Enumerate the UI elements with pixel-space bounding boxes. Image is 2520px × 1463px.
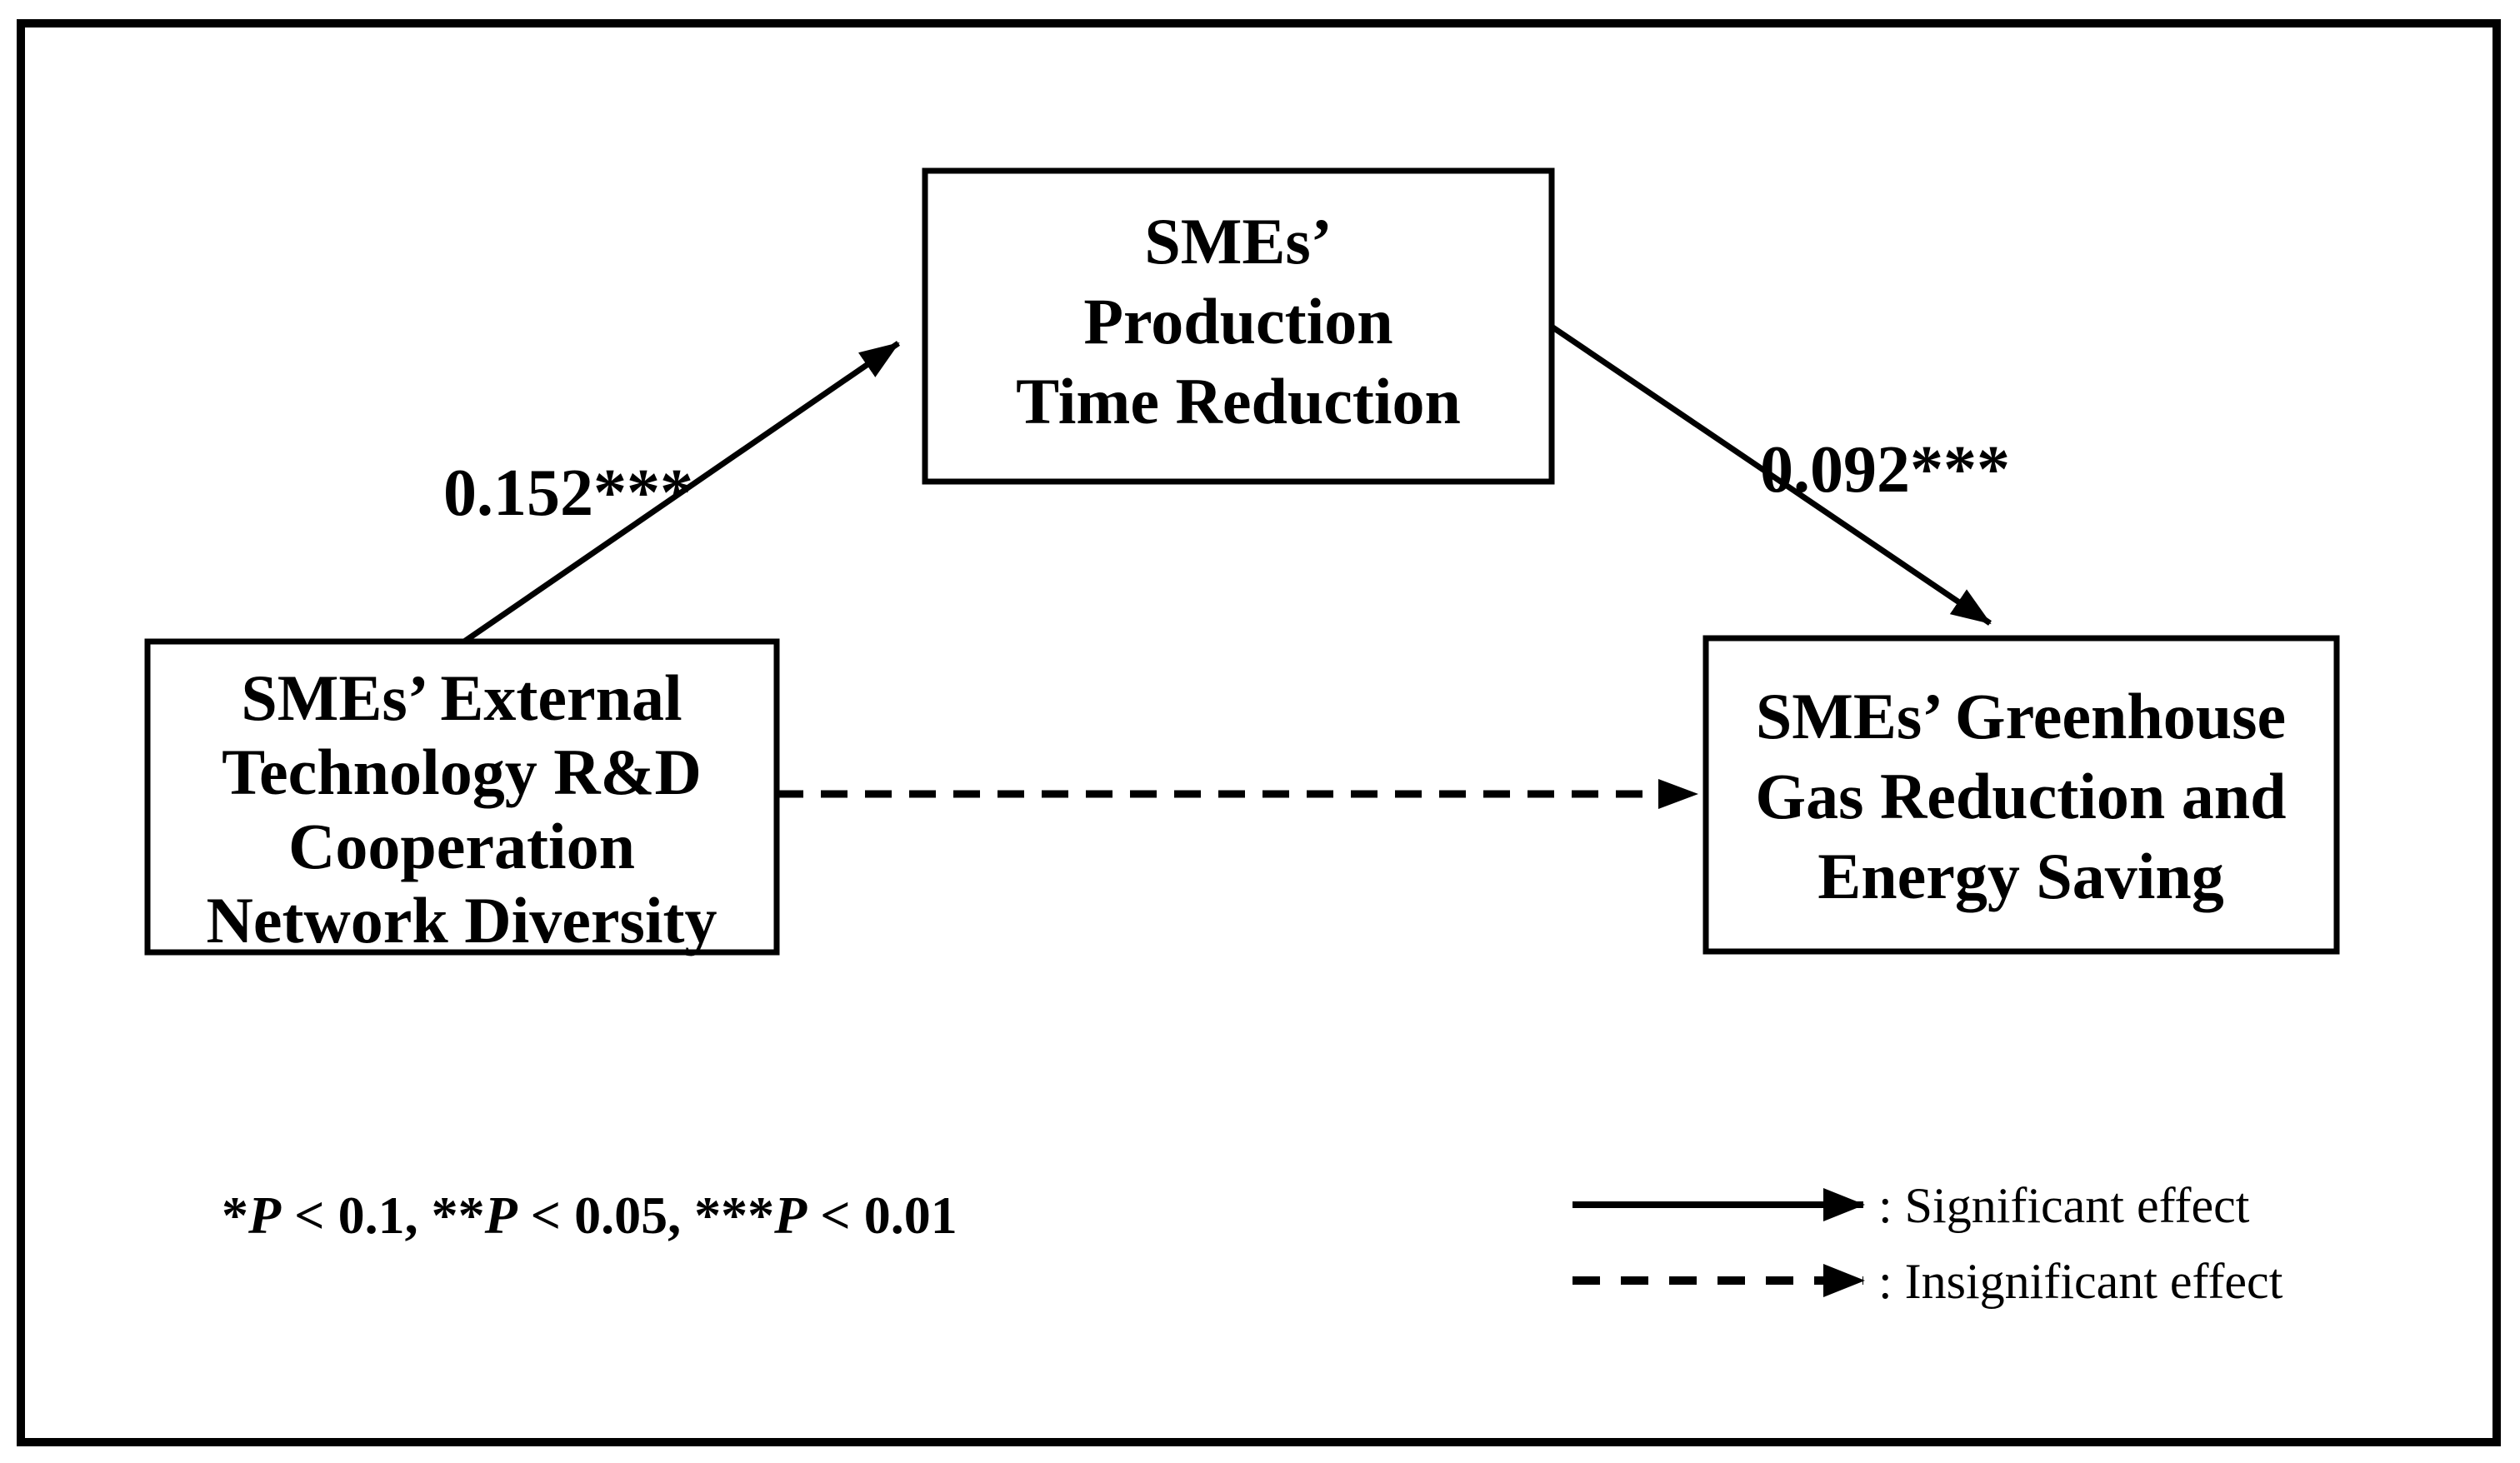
note-p3: P: [773, 1186, 808, 1245]
legend-significant-label: : Significant effect: [1878, 1178, 2250, 1233]
box-outcome-line2: Gas Reduction and: [1755, 760, 2286, 832]
note-threshold1: < 0.1, **: [281, 1186, 484, 1245]
box-mediator-rect: [922, 167, 1555, 485]
box-outcome-line3: Energy Saving: [1818, 840, 2224, 912]
legend: : Significant effect : Insignificant eff…: [1572, 1178, 2283, 1309]
box-predictor-line4: Network Diversity: [207, 884, 718, 956]
box-outcome: SMEs’ Greenhouse Gas Reduction and Energ…: [1702, 635, 2340, 955]
arrow-mediator-to-outcome: [1550, 324, 1992, 626]
legend-insignificant-label: : Insignificant effect: [1878, 1254, 2283, 1309]
box-mediator-line1: SMEs’: [1144, 205, 1332, 277]
box-mediator-line3: Time Reduction: [1016, 365, 1461, 437]
note-star1: *: [222, 1186, 248, 1245]
coefficient-mediator-outcome: 0.092***: [1760, 433, 2010, 507]
box-outcome-rect: [1702, 635, 2340, 955]
note-p1: P: [248, 1186, 282, 1245]
box-predictor-rect: [144, 638, 780, 956]
coefficient-predictor-mediator: 0.152***: [443, 457, 693, 530]
box-predictor-line2: Technology R&D: [222, 736, 702, 808]
note-threshold3: < 0.01: [807, 1186, 957, 1245]
box-mediator: SMEs’ Production Time Reduction: [922, 167, 1555, 485]
arrow-predictor-to-mediator: [462, 341, 900, 644]
box-predictor: SMEs’ External Technology R&D Cooperatio…: [144, 638, 780, 956]
box-predictor-line1: SMEs’ External: [241, 662, 682, 734]
figure-border: [17, 19, 2501, 1446]
box-mediator-line2: Production: [1083, 285, 1392, 357]
significance-note: *P < 0.1, **P < 0.05, ***P < 0.01: [222, 1186, 958, 1245]
box-predictor-line3: Cooperation: [288, 810, 635, 882]
box-outcome-line1: SMEs’ Greenhouse: [1756, 680, 2286, 752]
note-threshold2: < 0.05, ***: [518, 1186, 774, 1245]
note-p2: P: [484, 1186, 518, 1245]
